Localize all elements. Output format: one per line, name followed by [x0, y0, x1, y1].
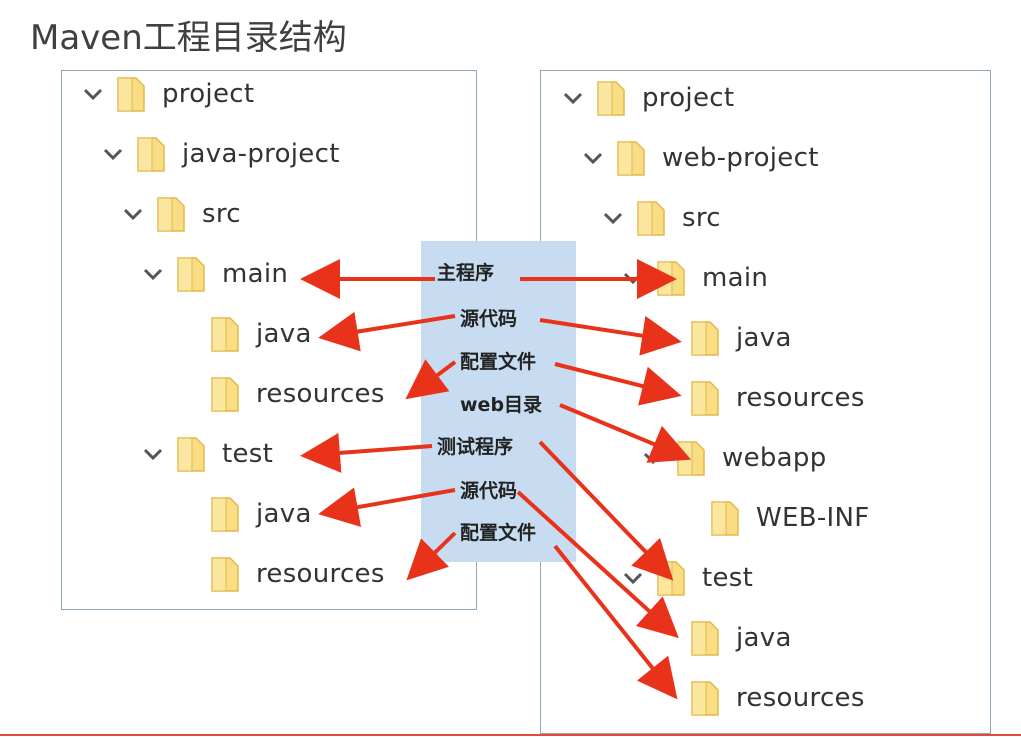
left-tree-panel	[61, 70, 477, 610]
left-tree-item-2[interactable]: src	[120, 192, 241, 236]
folder-icon	[136, 135, 166, 173]
arrow-config-test-right	[553, 544, 678, 700]
folder-icon	[156, 195, 186, 233]
right-tree-item-7[interactable]: WEB-INF	[710, 496, 870, 540]
chevron-down-icon[interactable]	[120, 201, 146, 227]
folder-icon	[116, 75, 146, 113]
right-tree-item-4[interactable]: java	[690, 316, 792, 360]
tree-item-label: src	[682, 203, 721, 233]
tree-item-label: src	[202, 199, 241, 229]
right-tree-item-0[interactable]: project	[560, 76, 734, 120]
right-tree-item-10[interactable]: resources	[690, 676, 865, 720]
arrow-test-right	[538, 440, 674, 581]
tree-item-label: java	[736, 323, 792, 353]
arrow-src-test-left	[318, 487, 456, 527]
tree-item-label: web-project	[662, 143, 819, 173]
tree-item-label: java-project	[182, 139, 340, 169]
tree-item-label: webapp	[722, 443, 827, 473]
folder-icon	[210, 555, 240, 593]
folder-icon	[690, 379, 720, 417]
folder-icon	[690, 319, 720, 357]
arrow-src-test-right	[516, 490, 679, 639]
arrow-config-main-left	[405, 359, 457, 400]
page-title: Maven工程目录结构	[30, 18, 347, 58]
left-tree-item-7[interactable]: java	[210, 492, 312, 536]
folder-icon	[210, 315, 240, 353]
tree-item-label: resources	[736, 683, 865, 713]
right-tree-item-1[interactable]: web-project	[580, 136, 819, 180]
tree-item-label: java	[256, 499, 312, 529]
tree-item-label: main	[702, 263, 769, 293]
arrow-config-main-right	[554, 362, 682, 406]
label-config-test: 配置文件	[460, 522, 537, 544]
label-source-code-test: 源代码	[460, 480, 518, 502]
right-tree-item-6[interactable]: webapp	[640, 436, 827, 480]
left-tree-item-5[interactable]: resources	[210, 372, 385, 416]
bottom-divider	[0, 734, 1021, 736]
tree-item-label: java	[256, 319, 312, 349]
label-config-main: 配置文件	[460, 351, 537, 373]
tree-item-label: test	[702, 563, 754, 593]
chevron-down-icon[interactable]	[580, 145, 606, 171]
label-web-directory: web目录	[460, 394, 543, 416]
chevron-down-icon[interactable]	[80, 81, 106, 107]
chevron-down-icon[interactable]	[600, 205, 626, 231]
folder-icon	[210, 495, 240, 533]
folder-icon	[176, 255, 206, 293]
folder-icon	[176, 435, 206, 473]
right-tree-item-2[interactable]: src	[600, 196, 721, 240]
tree-item-label: java	[736, 623, 792, 653]
chevron-down-icon[interactable]	[140, 441, 166, 467]
tree-item-label: project	[162, 79, 255, 109]
folder-icon	[710, 499, 740, 537]
arrow-src-main-left	[318, 311, 456, 352]
left-tree-item-1[interactable]: java-project	[100, 132, 340, 176]
chevron-down-icon[interactable]	[560, 85, 586, 111]
folder-icon	[636, 199, 666, 237]
tree-item-label: WEB-INF	[756, 503, 870, 533]
arrow-config-test-left	[406, 531, 457, 581]
label-source-code-main: 源代码	[460, 308, 518, 330]
folder-icon	[210, 375, 240, 413]
annotation-band	[421, 241, 576, 562]
left-tree-item-6[interactable]: test	[140, 432, 273, 476]
tree-item-label: test	[222, 439, 274, 469]
folder-icon	[596, 79, 626, 117]
left-tree-item-8[interactable]: resources	[210, 552, 385, 596]
left-tree-item-4[interactable]: java	[210, 312, 312, 356]
label-test-program: 测试程序	[437, 436, 514, 458]
tree-item-label: main	[222, 259, 289, 289]
right-tree-item-5[interactable]: resources	[690, 376, 865, 420]
folder-icon	[690, 679, 720, 717]
right-tree-item-9[interactable]: java	[690, 616, 792, 660]
arrow-src-main-right	[539, 315, 682, 356]
left-tree-item-3[interactable]: main	[140, 252, 288, 296]
chevron-down-icon[interactable]	[100, 141, 126, 167]
tree-item-label: resources	[256, 379, 385, 409]
folder-icon	[616, 139, 646, 177]
folder-icon	[690, 619, 720, 657]
tree-item-label: resources	[256, 559, 385, 589]
tree-item-label: resources	[736, 383, 865, 413]
left-tree-item-0[interactable]: project	[80, 72, 254, 116]
chevron-down-icon[interactable]	[140, 261, 166, 287]
arrow-test-left	[300, 432, 433, 473]
tree-item-label: project	[642, 83, 735, 113]
arrow-webapp	[559, 403, 692, 463]
label-main-program: 主程序	[437, 262, 495, 284]
